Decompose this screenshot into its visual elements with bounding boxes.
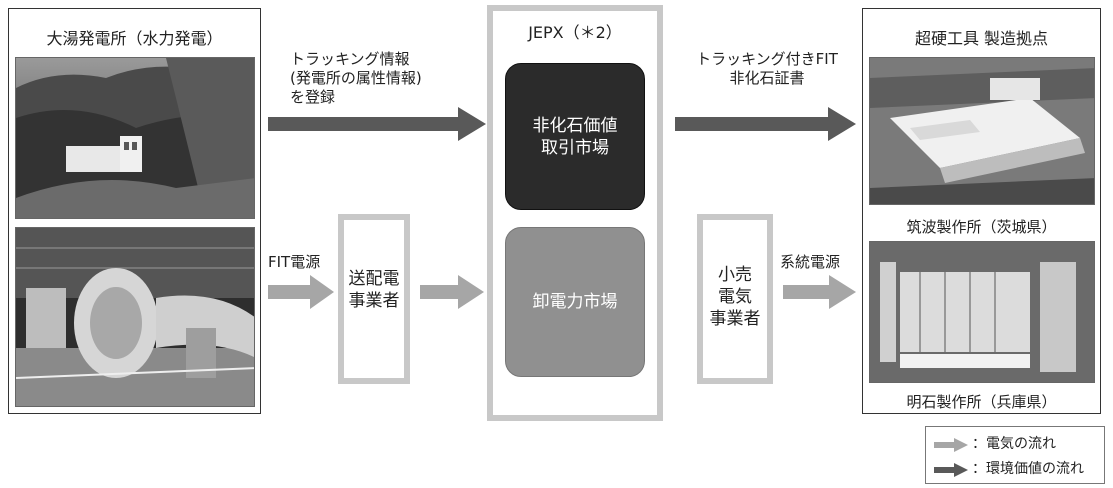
akashi-plant-caption: 明石製作所（兵庫県） — [906, 393, 1057, 411]
arrow-plant-to-transmission — [268, 275, 334, 309]
retail-operator-box: 小売 電気 事業者 — [697, 214, 773, 384]
transmission-operator-box: 送配電 事業者 — [338, 214, 410, 384]
transmission-operator-line1: 送配電 — [348, 269, 400, 289]
electricity-flow-arrow-icon — [934, 437, 968, 452]
non-fossil-market-line1: 非化石価値 — [532, 115, 618, 136]
non-fossil-market-line2: 取引市場 — [541, 137, 609, 158]
tracking-info-label: トラッキング情報 (発電所の属性情報) を登録 — [290, 50, 422, 107]
retail-operator-line1: 小売 — [718, 265, 752, 285]
tracking-label-line2: (発電所の属性情報) — [290, 69, 422, 87]
retail-operator-line2: 電気 — [718, 287, 752, 307]
certificate-label: トラッキング付きFIT 非化石証書 — [692, 50, 842, 88]
right-panel: 超硬工具 製造拠点 筑波製作所（茨城県） 明石製作所（兵庫県） — [862, 8, 1101, 414]
certificate-label-line1: トラッキング付きFIT — [696, 50, 838, 68]
right-panel-title: 超硬工具 製造拠点 — [914, 29, 1049, 48]
jepx-frame: JEPX（＊2） 非化石価値 取引市場 卸電力市場 — [487, 5, 663, 421]
tsukuba-plant-caption: 筑波製作所（茨城県） — [906, 218, 1057, 236]
non-fossil-value-market: 非化石価値 取引市場 — [505, 63, 645, 210]
arrow-retail-to-factory — [783, 275, 856, 309]
wholesale-power-market: 卸電力市場 — [505, 227, 645, 377]
arrow-transmission-to-wholesale — [420, 275, 484, 309]
tracking-label-line1: トラッキング情報 — [290, 50, 410, 68]
hydro-plant-exterior-photo — [15, 57, 255, 219]
fit-source-label: FIT電源 — [268, 253, 321, 271]
legend-environmental-value-flow: ：環境価値の流れ — [972, 461, 1084, 477]
left-panel-title: 大湯発電所（水力発電） — [46, 29, 223, 48]
legend: ：電気の流れ ：環境価値の流れ — [925, 426, 1105, 484]
grid-power-label: 系統電源 — [780, 253, 841, 271]
left-panel: 大湯発電所（水力発電） — [8, 8, 261, 414]
jepx-title: JEPX（＊2） — [528, 23, 622, 42]
wholesale-market-label: 卸電力市場 — [532, 292, 618, 312]
akashi-plant-aerial-photo — [869, 241, 1095, 383]
certificate-label-line2: 非化石証書 — [729, 69, 805, 87]
tracking-label-line3: を登録 — [290, 88, 336, 106]
arrow-plant-to-nonfossil — [268, 107, 486, 141]
transmission-operator-line2: 事業者 — [348, 291, 400, 311]
hydro-turbine-photo — [15, 227, 255, 407]
environmental-value-flow-arrow-icon — [934, 462, 968, 477]
arrow-nonfossil-to-factory — [675, 107, 856, 141]
tsukuba-plant-aerial-photo — [869, 57, 1095, 205]
legend-electricity-flow: ：電気の流れ — [972, 436, 1056, 452]
retail-operator-line3: 事業者 — [709, 309, 761, 329]
